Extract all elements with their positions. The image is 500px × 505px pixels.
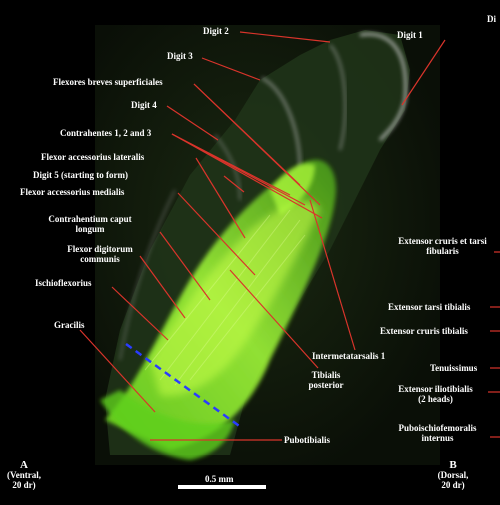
panel-a-sub1: (Ventral, [7, 470, 41, 480]
panel-b-sub2: 20 dr) [441, 480, 465, 490]
panel-a-sub2: 20 dr) [12, 480, 36, 490]
label-pubotibialis: Pubotibialis [284, 435, 331, 445]
muscle-digit-strand [270, 163, 315, 215]
label-digit-2: Digit 2 [203, 26, 229, 36]
label-flexor-acc-lat: Flexor accessorius lateralis [41, 152, 145, 162]
panel-a: A (Ventral, 20 dr) [2, 459, 46, 491]
label-ext-ilio-line1: Extensor iliotibialis [398, 384, 473, 394]
label-tenuissimus: Tenuissimus [430, 363, 478, 373]
label-ischioflexorius: Ischioflexorius [35, 278, 92, 288]
label-tibialis-line1: Tibialis [311, 370, 341, 380]
leader-lines [79, 31, 500, 441]
label-intermetatarsalis: Intermetatarsalis 1 [312, 351, 386, 361]
muscle-mass-glow [150, 200, 320, 396]
label-digit-1: Digit 1 [397, 30, 423, 40]
digit-outline-3 [261, 76, 302, 171]
muscle-lower [100, 390, 235, 460]
label-flexor-digitorum: Flexor digitorum communis [45, 244, 155, 264]
label-ext-iliotibialis: Extensor iliotibialis (2 heads) [383, 384, 488, 404]
label-digit-5: Digit 5 (starting to form) [33, 170, 128, 180]
label-ext-cruris-tarsi: Extensor cruris et tarsi fibularis [385, 236, 500, 256]
label-flexor-digitorum-line1: Flexor digitorum [67, 244, 133, 254]
label-ext-tarsi-tibialis: Extensor tarsi tibialis [388, 302, 471, 312]
label-flexor-acc-med: Flexor accessorius medialis [20, 187, 125, 197]
label-contrahentium-line1: Contrahentium caput [48, 214, 132, 224]
digit-outline-1 [359, 32, 408, 142]
label-digit-3: Digit 3 [167, 51, 193, 61]
digit-outline-2 [329, 44, 347, 151]
label-digit-4: Digit 4 [131, 100, 157, 110]
label-ext-cruris-tarsi-line1: Extensor cruris et tarsi [398, 236, 487, 246]
fibre-streaks [144, 209, 306, 386]
label-flexores-breves: Flexores breves superficiales [53, 77, 163, 87]
label-contrahentium: Contrahentium caput longum [30, 214, 150, 234]
scale-bar [178, 485, 266, 489]
label-pubo-line1: Puboischiofemoralis [398, 423, 477, 433]
label-ext-cruris-tibialis: Extensor cruris tibialis [380, 326, 468, 336]
scale-label: 0.5 mm [205, 474, 234, 484]
label-pubo-line2: internus [421, 433, 454, 443]
panel-a-letter: A [20, 459, 28, 471]
label-corner-partial: Di [487, 14, 496, 24]
panel-b-sub1: (Dorsal, [437, 470, 469, 480]
panel-b: B (Dorsal, 20 dr) [428, 459, 478, 491]
label-ext-cruris-tarsi-line2: fibularis [426, 246, 459, 256]
label-gracilis: Gracilis [54, 320, 85, 330]
label-tibialis-posterior: Tibialis posterior [296, 370, 356, 390]
label-contrahentium-line2: longum [75, 224, 105, 234]
limb-edge-left [119, 189, 176, 361]
label-ext-ilio-line2: (2 heads) [418, 394, 453, 404]
label-contrahentes: Contrahentes 1, 2 and 3 [60, 128, 152, 138]
label-tibialis-line2: posterior [308, 380, 344, 390]
panel-b-letter: B [449, 459, 457, 471]
label-puboischiofemoralis: Puboischiofemoralis internus [385, 423, 490, 443]
label-flexor-digitorum-line2: communis [80, 254, 120, 264]
